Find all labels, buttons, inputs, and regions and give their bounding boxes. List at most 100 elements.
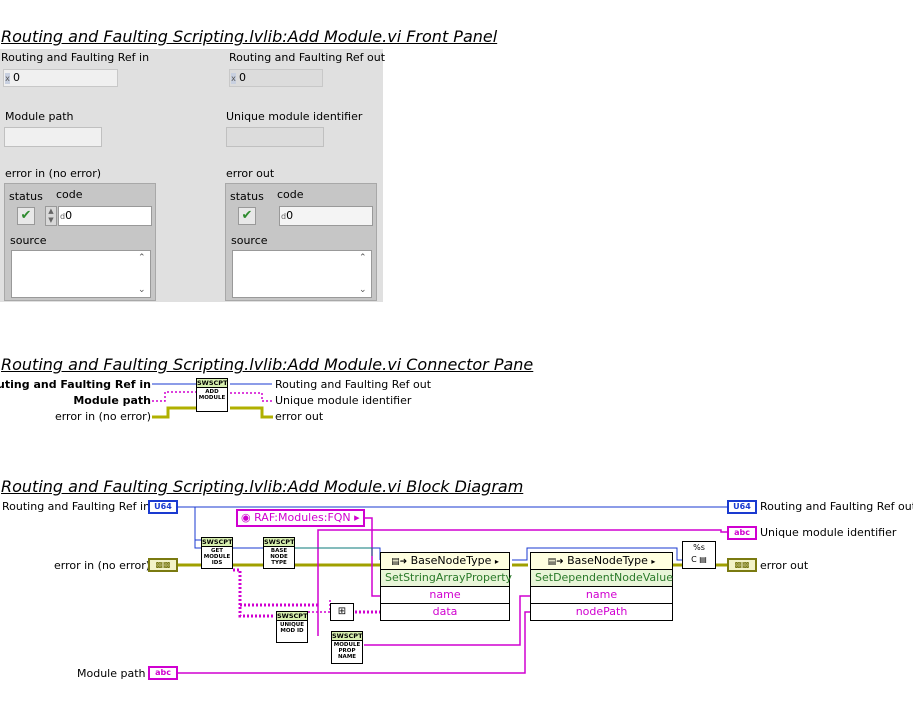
cp-unique-id-wire: [230, 392, 272, 402]
invoke-method: SetStringArrayProperty: [381, 570, 512, 587]
fqn-string-value: RAF:Modules:FQN: [254, 511, 351, 524]
invoke-class-header: ▤➜ BaseNodeType ▸: [381, 553, 509, 570]
invoke-arrow-icon: ▤➜: [391, 557, 408, 567]
front-panel-title: Routing and Faulting Scripting.lvlib:Add…: [1, 27, 498, 46]
bd-unique-id-label: Unique module identifier: [760, 526, 897, 539]
subvi-header: SWSCPT: [264, 538, 295, 547]
base-node-type-subvi[interactable]: SWSCPT BASE NODE TYPE: [263, 537, 295, 569]
error-in-cluster: status code ✔ ▲▼ d0 source ⌃⌄: [4, 183, 156, 301]
subvi-body: BASE NODE TYPE: [270, 548, 288, 566]
error-out-code-value: 0: [286, 209, 294, 222]
subvi-header: SWSCPT: [332, 632, 363, 641]
cp-output-ref: Routing and Faulting Ref out: [275, 378, 432, 391]
error-in-code-value: 0: [65, 209, 73, 222]
scrollbar[interactable]: ⌃⌄: [359, 253, 369, 295]
ids-array-wire: [233, 568, 275, 618]
invoke-param-name: name: [381, 587, 509, 604]
error-out-label: error out: [226, 167, 275, 180]
error-in-label: error in (no error): [5, 167, 102, 180]
invoke-arrow-icon: ▤➜: [547, 557, 564, 567]
ref-out-value: 0: [239, 71, 246, 84]
cp-error-in-wire: [152, 406, 196, 419]
error-out-code-field: d0: [279, 206, 373, 226]
radix-indicator: d: [281, 212, 287, 221]
const-wire: [358, 517, 380, 597]
error-out-cluster: status code ✔ d0 source ⌃⌄: [225, 183, 377, 301]
subvi-header: SWSCPT: [197, 379, 228, 388]
invoke-class-name: BaseNodeType: [410, 554, 492, 567]
error-out-source-label: source: [231, 234, 268, 247]
error-cluster-icon: ▩▩: [734, 560, 750, 569]
error-out-status-label: status: [230, 190, 264, 203]
subvi-header: SWSCPT: [277, 612, 308, 621]
chevron-right-icon: ▸: [651, 557, 656, 566]
subvi-body: MODULE PROP NAME: [333, 642, 361, 660]
get-module-ids-subvi[interactable]: SWSCPT GET MODULE IDS: [201, 537, 233, 569]
chevron-up-icon: ⌃: [138, 253, 146, 263]
error-in-source-label: source: [10, 234, 47, 247]
ref-in-control[interactable]: x 0: [3, 69, 118, 87]
ref-in-label: Routing and Faulting Ref in: [1, 51, 150, 64]
error-in-code-stepper[interactable]: ▲▼: [45, 206, 57, 226]
error-in-code-label: code: [56, 188, 83, 201]
cp-output-unique-id: Unique module identifier: [275, 394, 412, 407]
chevron-right-icon: ▸: [494, 557, 499, 566]
build-array-node[interactable]: ⊞: [330, 603, 354, 621]
invoke-node-set-dependent-value[interactable]: ▤➜ BaseNodeType ▸ SetDependentNodeValue …: [530, 552, 673, 621]
ref-out-terminal: U64: [727, 500, 757, 514]
cp-output-error: error out: [275, 410, 324, 423]
module-prop-name-subvi[interactable]: SWSCPT MODULE PROP NAME: [331, 631, 363, 664]
subvi-body: UNIQUE MOD ID: [279, 622, 304, 634]
error-cluster-icon: ▩▩: [155, 560, 171, 569]
error-in-status-label: status: [9, 190, 43, 203]
invoke-param-nodepath: nodePath: [575, 605, 628, 618]
error-in-terminal: ▩▩: [148, 558, 178, 572]
unique-mod-id-subvi[interactable]: SWSCPT UNIQUE MOD ID: [276, 611, 308, 643]
error-in-source-field[interactable]: ⌃⌄: [11, 250, 151, 298]
subvi-header: SWSCPT: [202, 538, 233, 547]
error-in-code-field[interactable]: d0: [58, 206, 152, 226]
cp-input-ref: Routing and Faulting Ref in: [0, 378, 151, 391]
radix-indicator: x: [231, 73, 236, 84]
invoke-method: SetDependentNodeValue: [531, 570, 673, 587]
ref-in-terminal: U64: [148, 500, 178, 514]
bd-ref-in-label: Routing and Faulting Ref in: [2, 500, 151, 513]
unique-id-indicator: [226, 127, 324, 147]
invoke-param-name: name: [531, 587, 672, 604]
error-out-terminal: ▩▩: [727, 558, 757, 572]
error-in-status-checkbox[interactable]: ✔: [17, 207, 35, 225]
scrollbar[interactable]: ⌃⌄: [138, 253, 148, 295]
chevron-down-icon: ⌄: [359, 285, 367, 295]
radix-indicator: d: [60, 212, 66, 221]
invoke-class-header: ▤➜ BaseNodeType ▸: [531, 553, 672, 570]
subvi-body: ADD MODULE: [198, 389, 226, 401]
bd-ref-out-label: Routing and Faulting Ref out: [760, 500, 913, 513]
checkmark-icon: ✔: [241, 208, 253, 223]
ref-out-indicator: x 0: [229, 69, 323, 87]
bd-error-in-label: error in (no error): [54, 559, 151, 572]
cp-input-error: error in (no error): [54, 410, 151, 423]
cp-error-out-wire: [230, 406, 273, 419]
chevron-up-icon: ⌃: [359, 253, 367, 263]
unique-id-terminal: abc: [727, 526, 757, 540]
prop-name-wire: [364, 595, 530, 646]
ref-out-label: Routing and Faulting Ref out: [229, 51, 386, 64]
chevron-down-icon: ⌄: [138, 285, 146, 295]
fqn-string-constant: ◉ RAF:Modules:FQN ▸: [236, 509, 365, 527]
module-path-label: Module path: [5, 110, 74, 123]
error-out-code-label: code: [277, 188, 304, 201]
module-path-terminal: abc: [148, 666, 178, 680]
invoke-node-set-string-array[interactable]: ▤➜ BaseNodeType ▸ SetStringArrayProperty…: [380, 552, 512, 621]
cp-input-module-path: Module path: [73, 394, 151, 407]
checkmark-icon: ✔: [20, 208, 32, 223]
error-out-source-field: ⌃⌄: [232, 250, 372, 298]
subvi-body: GET MODULE IDS: [203, 548, 231, 566]
ref-wire-getids: [194, 507, 213, 541]
ref-wire-chain: [512, 547, 686, 561]
cp-module-path-wire: [152, 391, 196, 402]
module-path-control[interactable]: [4, 127, 102, 147]
connector-pane-title: Routing and Faulting Scripting.lvlib:Add…: [1, 355, 534, 374]
type-wire: [295, 547, 373, 556]
